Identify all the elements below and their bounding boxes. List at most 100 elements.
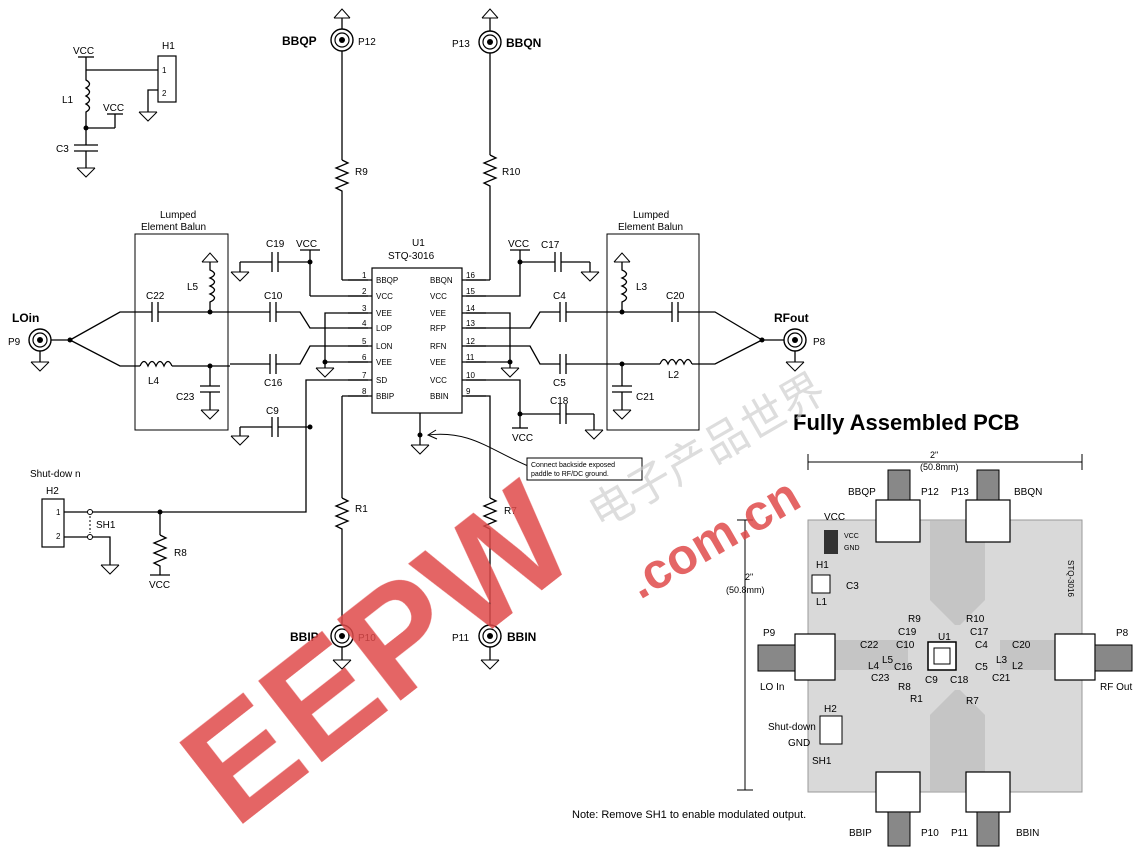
svg-text:L3: L3 (636, 282, 648, 293)
ic-pin-name: VCC (430, 292, 447, 301)
ic-pin-number: 16 (466, 271, 475, 280)
ic-pin-number: 5 (362, 337, 367, 346)
svg-text:C19: C19 (266, 239, 285, 250)
svg-text:C16: C16 (264, 378, 283, 389)
ic-pin-number: 7 (362, 371, 367, 380)
svg-text:(50.8mm): (50.8mm) (726, 585, 765, 595)
c3-label: C3 (56, 144, 69, 155)
ic-pin-name: VCC (430, 376, 447, 385)
ic-pin-name: VEE (376, 309, 392, 318)
svg-text:H2: H2 (824, 704, 837, 715)
svg-text:2": 2" (745, 572, 753, 582)
svg-text:L4: L4 (148, 376, 160, 387)
resistor-r9 (334, 159, 350, 280)
ic-pin-number: 14 (466, 304, 475, 313)
svg-text:C23: C23 (176, 392, 195, 403)
ic-pin-name: BBIP (376, 392, 394, 401)
vcc-label-l1: VCC (103, 103, 124, 114)
pcb-illustration: Fully Assembled PCB 2" (50.8mm) 2" (50.8… (572, 410, 1133, 847)
right-side-circuit: VCC C17 C4 C5 VCC (466, 239, 608, 498)
h1-label: H1 (162, 41, 175, 52)
balun-left: Lumped Element Balun LOin P9 C22 L4 L5 C… (8, 210, 230, 431)
resistor-r7 (482, 497, 498, 625)
svg-text:VCC: VCC (508, 239, 529, 250)
svg-text:L5: L5 (187, 282, 199, 293)
svg-text:2: 2 (56, 532, 61, 541)
eepw-watermark: EEPW .com.cn 电子产品世界 (151, 364, 833, 850)
ic-pin-number: 12 (466, 337, 475, 346)
svg-text:SH1: SH1 (96, 520, 116, 531)
svg-text:R1: R1 (355, 504, 368, 515)
svg-text:R8: R8 (898, 682, 911, 693)
inductor-l3 (620, 262, 628, 312)
inductor-l5 (208, 262, 216, 312)
inductor-l2 (659, 358, 693, 366)
svg-text:P8: P8 (813, 337, 826, 348)
port-bbin: R7 P11 BBIN (452, 497, 536, 670)
ic-pin-number: 11 (466, 353, 475, 362)
svg-text:L5: L5 (882, 655, 894, 666)
svg-text:C21: C21 (636, 392, 655, 403)
ic-pin-name: SD (376, 376, 387, 385)
svg-text:STQ-3016: STQ-3016 (1066, 560, 1075, 597)
ic-pin-name: LON (376, 342, 393, 351)
ic-pin-name: VEE (430, 309, 446, 318)
svg-text:2: 2 (162, 89, 167, 98)
svg-text:C17: C17 (541, 240, 560, 251)
svg-text:P11: P11 (452, 633, 469, 644)
svg-text:C17: C17 (970, 627, 989, 638)
svg-text:L2: L2 (668, 370, 680, 381)
pcb-note: Note: Remove SH1 to enable modulated out… (572, 809, 806, 821)
svg-text:Shut-dow n: Shut-dow n (30, 469, 81, 480)
resistor-r1 (334, 497, 350, 625)
svg-text:R10: R10 (502, 167, 521, 178)
svg-text:C4: C4 (975, 640, 988, 651)
svg-text:Connect backside exposed: Connect backside exposed (531, 462, 615, 469)
svg-text:Lumped: Lumped (633, 210, 669, 221)
ic-pin-name: VCC (376, 292, 393, 301)
svg-text:BBIP: BBIP (849, 828, 872, 839)
ic-pin-number: 9 (466, 387, 471, 396)
svg-text:Element Balun: Element Balun (141, 222, 206, 233)
ic-pin-number: 4 (362, 319, 367, 328)
svg-text:C21: C21 (992, 673, 1011, 684)
svg-text:2": 2" (930, 450, 938, 460)
svg-text:P9: P9 (8, 337, 21, 348)
svg-text:BBIN: BBIN (1016, 828, 1039, 839)
svg-text:GND: GND (788, 738, 810, 749)
header-h1 (157, 55, 177, 103)
svg-text:VCC: VCC (512, 433, 533, 444)
svg-text:P13: P13 (951, 487, 969, 498)
svg-text:C22: C22 (860, 640, 879, 651)
port-bbip: R1 BBIP P10 (290, 497, 376, 670)
pcb-title: Fully Assembled PCB (793, 410, 1020, 435)
svg-text:P13: P13 (452, 39, 470, 50)
svg-text:P8: P8 (1116, 628, 1129, 639)
svg-text:C4: C4 (553, 291, 566, 302)
ic-u1: U1 STQ-3016 1BBQP2VCC3VEE4LOP5LON6VEE7SD… (348, 238, 486, 414)
svg-text:C5: C5 (553, 378, 566, 389)
svg-text:BBQP: BBQP (282, 34, 317, 48)
svg-text:RFout: RFout (774, 311, 809, 325)
svg-text:C19: C19 (898, 627, 917, 638)
ic-pin-number: 3 (362, 304, 367, 313)
inductor-l1 (84, 70, 91, 128)
l1-label: L1 (62, 95, 74, 106)
svg-text:BBQN: BBQN (506, 36, 541, 50)
svg-text:R9: R9 (908, 614, 921, 625)
svg-text:C5: C5 (975, 662, 988, 673)
ic-pin-name: VEE (430, 358, 446, 367)
svg-text:C9: C9 (266, 406, 279, 417)
ic-pin-name: VEE (376, 358, 392, 367)
svg-text:C3: C3 (846, 581, 859, 592)
svg-text:R7: R7 (966, 696, 979, 707)
svg-text:SH1: SH1 (812, 756, 832, 767)
ic-pin-name: RFN (430, 342, 447, 351)
svg-text:Lumped: Lumped (160, 210, 196, 221)
svg-text:BBQP: BBQP (848, 487, 876, 498)
svg-text:C10: C10 (264, 291, 283, 302)
resistor-r8 (152, 534, 168, 575)
svg-text:H2: H2 (46, 486, 59, 497)
ic-pin-number: 8 (362, 387, 367, 396)
